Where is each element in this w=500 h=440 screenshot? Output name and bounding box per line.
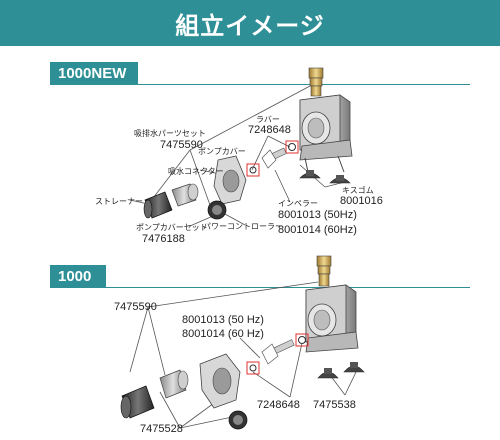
new-intake-connector [172,184,198,206]
label-intake-connector: 吸水コネクター [168,166,224,177]
label-rubber-code: 7248648 [248,124,291,136]
old-power-controller [229,411,247,429]
new-power-controller [208,201,226,219]
old-impeller [262,340,294,364]
label-pump-cover: ポンプカバー [198,146,246,157]
label-suction-cup-code: 8001016 [340,195,383,207]
label-power-controller: パワーコントローラー [203,221,283,232]
old-pump-nozzle [317,256,331,286]
old-strainer [121,386,154,418]
new-rubber-ring [286,141,298,153]
label-old-impeller-code-60: 8001014 (60 Hz) [182,328,264,340]
new-pump-nozzle [309,68,323,96]
new-strainer [144,192,172,218]
label-old-rubber-code: 7248648 [257,399,300,411]
new-rubber-ring-2 [247,164,259,176]
label-old-suction-cup-code: 7475538 [313,399,356,411]
old-pump-body [306,285,358,352]
old-intake-connector [160,370,188,398]
label-cover-set-name: ポンプカバーセット [136,222,208,233]
label-impeller-code-60: 8001014 (60Hz) [278,224,357,236]
new-pump-cover [214,156,246,204]
label-impeller-name: インペラー [278,198,318,209]
new-suction-cups [300,170,350,183]
label-old-fitting-code: 7475590 [114,301,157,313]
label-cover-set-code: 7476188 [142,233,185,245]
label-fitting-set-code: 7475590 [160,139,203,151]
label-old-impeller-code-50: 8001013 (50 Hz) [182,314,264,326]
old-pump-cover [200,354,240,408]
old-suction-cups [318,362,364,378]
label-fitting-set-name: 吸排水パーツセット [134,128,206,139]
new-impeller [262,148,286,168]
label-impeller-code-50: 8001013 (50Hz) [278,209,357,221]
label-old-cover-code: 7475528 [140,423,183,435]
new-pump-body [300,95,352,172]
label-strainer: ストレーナー [95,196,143,207]
